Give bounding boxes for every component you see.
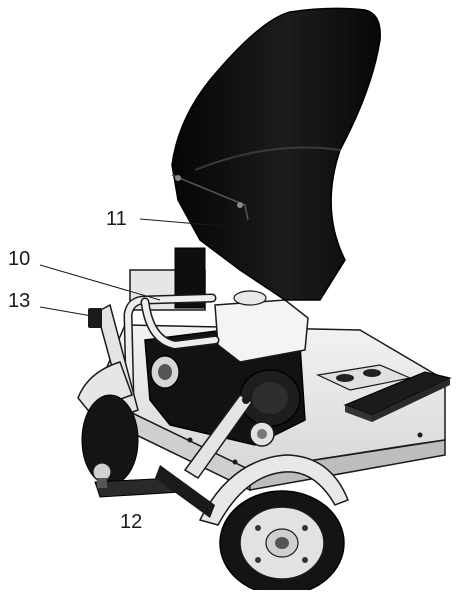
hopper-icon [171, 7, 381, 309]
leader-lines [39, 218, 223, 317]
callout-label-10: 10 [8, 248, 31, 270]
callout-label-11: 11 [106, 208, 127, 230]
leader-line-13 [39, 306, 93, 317]
leader-line-11 [139, 218, 223, 227]
front-wheel [198, 454, 349, 595]
callout-label-12: 12 [120, 511, 143, 533]
trailer-hitch-icon [92, 462, 215, 518]
foot-pedal [343, 371, 452, 422]
handle-bar [123, 293, 220, 405]
leader-line-10 [39, 264, 161, 301]
wheel-icon [77, 361, 139, 486]
callout-label-13: 13 [8, 290, 31, 312]
support-arm [183, 394, 254, 480]
